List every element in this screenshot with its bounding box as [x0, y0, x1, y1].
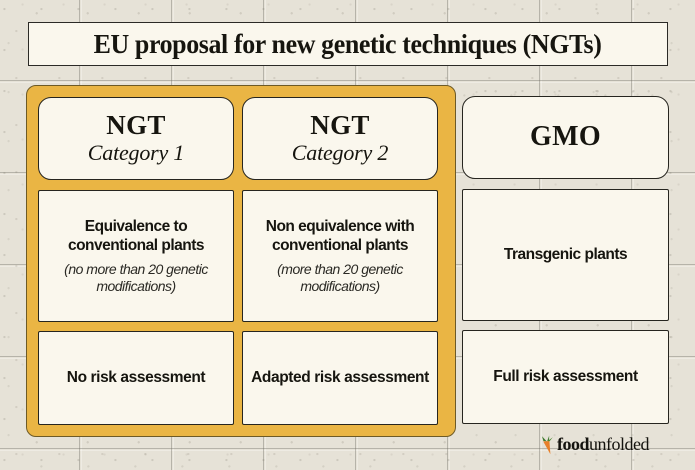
ngt-category-2-header: NGT Category 2	[242, 97, 438, 180]
gmo-criteria-cell: Transgenic plants	[462, 189, 669, 321]
ngt-category-1-header: NGT Category 1	[38, 97, 234, 180]
ngt-category-2-assessment-cell: Adapted risk assessment	[242, 331, 438, 425]
gmo-column: GMO Transgenic plants Full risk assessme…	[462, 85, 669, 437]
title-banner: EU proposal for new genetic techniques (…	[28, 22, 668, 66]
page-title: EU proposal for new genetic techniques (…	[94, 28, 602, 59]
ngt-category-1-subtitle: Category 1	[87, 139, 185, 165]
ngt-group-frame: NGT Category 1 NGT Category 2 Equivalenc…	[26, 85, 456, 437]
gmo-assessment-cell: Full risk assessment	[462, 330, 669, 424]
ngt-category-1-criteria-main: Equivalence to conventional plants	[67, 217, 205, 255]
ngt-category-2-assessment: Adapted risk assessment	[251, 368, 429, 386]
ngt-category-1-assessment-cell: No risk assessment	[38, 331, 234, 425]
ngt-category-2-title: NGT	[310, 110, 370, 141]
logo-word-food: food	[557, 434, 590, 454]
ngt-category-1-criteria-note: (no more than 20 genetic modifications)	[64, 261, 208, 295]
ngt-category-1-assessment: No risk assessment	[66, 368, 206, 386]
gmo-criteria-main: Transgenic plants	[503, 246, 628, 264]
carrot-icon	[542, 435, 553, 454]
ngt-category-2-criteria-main: Non equivalence with conventional plants	[265, 217, 415, 255]
gmo-header: GMO	[462, 96, 669, 179]
ngt-category-2-criteria-note: (more than 20 genetic modifications)	[277, 261, 403, 295]
ngt-category-1-title: NGT	[106, 110, 166, 141]
logo-word-unfolded: unfolded	[589, 434, 649, 454]
gmo-assessment: Full risk assessment	[493, 367, 638, 385]
ngt-category-2-subtitle: Category 2	[291, 139, 389, 165]
gmo-title: GMO	[530, 121, 601, 153]
ngt-category-1-criteria-cell: Equivalence to conventional plants (no m…	[38, 190, 234, 322]
foodunfolded-logo: foodunfolded	[540, 434, 649, 455]
ngt-category-2-criteria-cell: Non equivalence with conventional plants…	[242, 190, 438, 322]
logo-wordmark: foodunfolded	[557, 434, 649, 455]
